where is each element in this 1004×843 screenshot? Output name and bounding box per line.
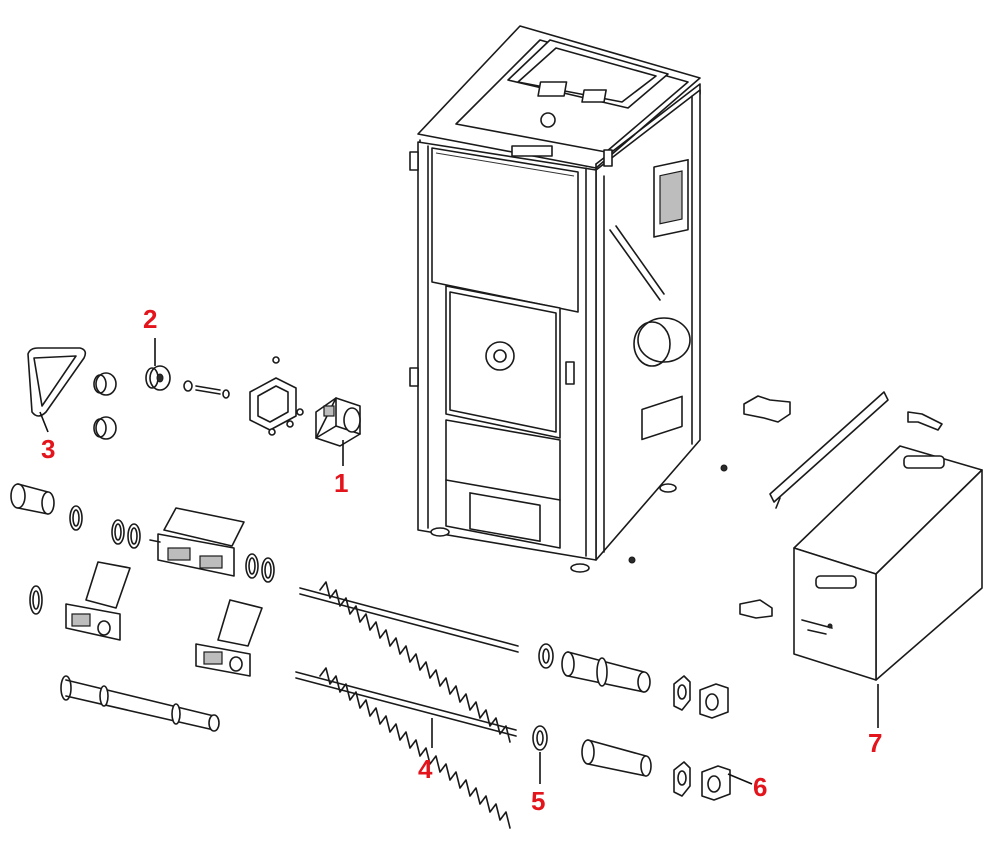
- shaft-rod: [60, 675, 220, 732]
- washer-upper: [538, 643, 554, 669]
- tube-sleeve: [10, 483, 55, 515]
- callout-5: 5: [531, 786, 545, 816]
- rotary-valve-left: [65, 561, 131, 641]
- rotary-valve-upper: [149, 507, 245, 577]
- part-7-hopper-box: [793, 445, 983, 681]
- part-2-pulley: [145, 365, 171, 391]
- bearing-tube-lower: [581, 739, 652, 777]
- bolt-set: [183, 380, 230, 399]
- bearing-block-upper: [699, 683, 729, 719]
- auger-upper: [299, 581, 519, 743]
- callout-3-leader: [39, 411, 49, 433]
- callout-3: 3: [41, 434, 55, 464]
- flange-upper: [673, 675, 691, 711]
- part-4-auger-lower: [295, 667, 517, 829]
- part-5-washer: [532, 725, 548, 751]
- callout-7: 7: [868, 728, 882, 758]
- side-rail: [769, 391, 889, 509]
- part-3-belt: [27, 347, 87, 417]
- callout-1: 1: [334, 468, 348, 498]
- callout-6-leader: [727, 773, 753, 785]
- boiler-cabinet: [409, 25, 701, 573]
- callout-6: 6: [753, 772, 767, 802]
- callout-2: 2: [143, 304, 157, 334]
- flange-lower: [673, 761, 691, 797]
- rotary-valve-right: [195, 599, 263, 677]
- sprocket-pair: [93, 372, 117, 440]
- callout-4: 4: [418, 754, 433, 784]
- motor-bracket: [249, 356, 304, 436]
- small-brackets: [628, 395, 943, 619]
- part-6-bearing-block: [701, 765, 731, 801]
- seal-rings: [29, 505, 275, 615]
- bearing-tube-upper: [561, 651, 651, 693]
- part-1-gear-motor: [315, 397, 361, 447]
